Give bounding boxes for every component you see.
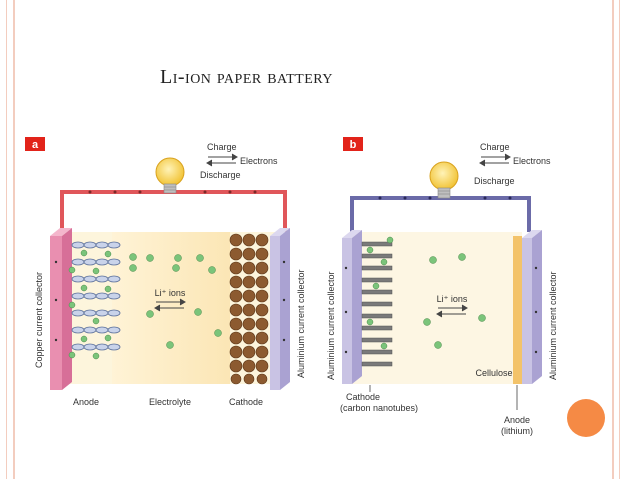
- panel-a-left-collector: [50, 236, 62, 390]
- panel-b-cathode-sublabel: (carbon nanotubes): [340, 403, 418, 413]
- panel-a-ions-arrows: [154, 298, 186, 312]
- panel-b: b Charge Electrons Discharge: [326, 137, 558, 436]
- panel-a-anode-label: Anode: [73, 397, 99, 407]
- panel-a-tag-box: [25, 137, 45, 151]
- panel-b-discharge-label: Discharge: [474, 176, 515, 186]
- panel-a-ions-label: Li⁺ ions: [155, 288, 186, 298]
- panel-a-legend-arrows: [206, 153, 238, 167]
- slide-title: Li-ion paper battery: [160, 66, 333, 88]
- panel-a-right-collector-label: Aluminium current collector: [296, 269, 306, 378]
- panel-a-discharge-label: Discharge: [200, 170, 241, 180]
- panel-b-anode-sublabel: (lithium): [501, 426, 533, 436]
- panel-b-electrons-label: Electrons: [513, 156, 551, 166]
- panel-a-cathode-label: Cathode: [229, 397, 263, 407]
- panel-a-electrolyte-label: Electrolyte: [149, 397, 191, 407]
- panel-a-charge-label: Charge: [207, 142, 237, 152]
- panel-a-anode-layers: [68, 241, 121, 360]
- panel-b-lithium-anode: [513, 236, 522, 384]
- panel-b-tag: b: [350, 139, 357, 151]
- panel-b-left-collector-label: Aluminium current collector: [326, 271, 336, 380]
- panel-a-wire: [60, 190, 287, 232]
- panel-a-cathode-particles: [229, 233, 269, 385]
- panel-a-electrons-label: Electrons: [240, 156, 278, 166]
- left-rail-thick: [13, 0, 15, 479]
- panel-a-left-collector-label: Copper current collector: [34, 272, 44, 368]
- panel-a-electrolyte-ions: [129, 253, 222, 349]
- panel-a-bulb-icon: [155, 157, 185, 194]
- panel-b-ions-arrows: [436, 304, 468, 318]
- panel-b-right-collector-label: Aluminium current collector: [548, 271, 558, 380]
- panel-b-cathode-label: Cathode: [346, 392, 380, 402]
- panel-b-bulb-icon: [429, 161, 459, 199]
- right-rail-thick: [612, 0, 614, 479]
- panel-b-cellulose-label: Cellulose: [475, 368, 512, 378]
- panel-b-legend-arrows: [479, 153, 511, 167]
- panel-b-tag-box: [343, 137, 363, 151]
- panel-b-electrolyte-ions: [423, 253, 486, 349]
- panel-b-nanotubes: [361, 241, 393, 367]
- panel-b-right-collector: [522, 238, 532, 384]
- panel-a: a Charge Electrons Discharge: [25, 137, 306, 407]
- panel-b-anode-label: Anode: [504, 415, 530, 425]
- panel-b-left-collector: [342, 238, 352, 384]
- left-rail-thin: [6, 0, 7, 479]
- panel-a-right-collector: [270, 236, 280, 390]
- panel-b-charge-label: Charge: [480, 142, 510, 152]
- panel-a-tag: a: [32, 139, 39, 151]
- panel-a-wire-dots: [88, 190, 257, 194]
- panel-b-ions-label: Li⁺ ions: [437, 294, 468, 304]
- right-rail-thin: [619, 0, 620, 479]
- panel-a-left-collector-top: [50, 228, 72, 236]
- decorative-orange-circle: [567, 399, 605, 437]
- panel-b-wire: [350, 196, 531, 232]
